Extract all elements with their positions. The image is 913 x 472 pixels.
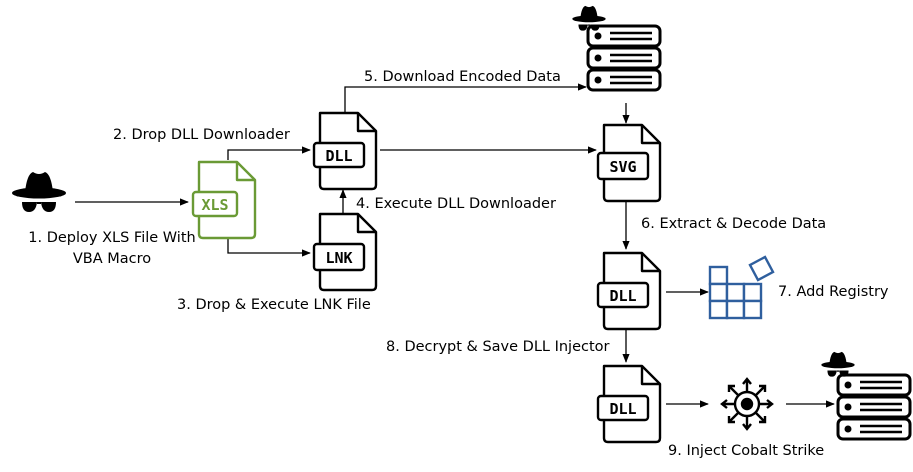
step-7-label: 7. Add Registry [778,284,889,300]
registry-blocks-icon [708,255,775,320]
decoded-dll-tag: DLL [609,287,636,305]
step-1-label-line2: VBA Macro [73,251,151,267]
dll-injector-tag: DLL [609,400,636,418]
cobalt-server-hacker-icon [820,351,856,378]
lnk-file-tag: LNK [325,249,352,267]
step-3-label: 3. Drop & Execute LNK File [177,297,371,313]
decoded-dll-file-icon: DLL [596,251,662,331]
step-1-label-line1: 1. Deploy XLS File With [28,230,195,246]
step-labels: 1. Deploy XLS File With VBA Macro 2. Dro… [28,69,889,459]
arrow-drop-lnk [227,238,311,257]
arrow-drop-dll [227,146,311,160]
step-5-label: 5. Download Encoded Data [364,69,561,85]
dll-downloader-file-icon: DLL [312,111,378,191]
step-2-label: 2. Drop DLL Downloader [113,127,290,143]
svg-file-tag: SVG [609,158,636,176]
attacker-hacker-icon [11,171,67,213]
dll-injector-file-icon: DLL [596,364,662,444]
arrow-download-data [344,83,587,113]
svg-file-icon: SVG [596,123,662,203]
lnk-file-icon: LNK [312,212,378,292]
xls-file-icon: XLS [191,160,257,240]
cobalt-strike-beacon-icon [720,377,774,431]
step-8-label: 8. Decrypt & Save DLL Injector [386,339,610,355]
cobalt-server-icon [836,373,912,441]
connectors [75,83,835,408]
c2-server-icon [586,24,662,92]
step-4-label: 4. Execute DLL Downloader [356,196,556,212]
step-9-label: 9. Inject Cobalt Strike [668,443,824,459]
dll-downloader-tag: DLL [325,147,352,165]
xls-file-tag: XLS [201,196,228,214]
step-6-label: 6. Extract & Decode Data [641,216,826,232]
